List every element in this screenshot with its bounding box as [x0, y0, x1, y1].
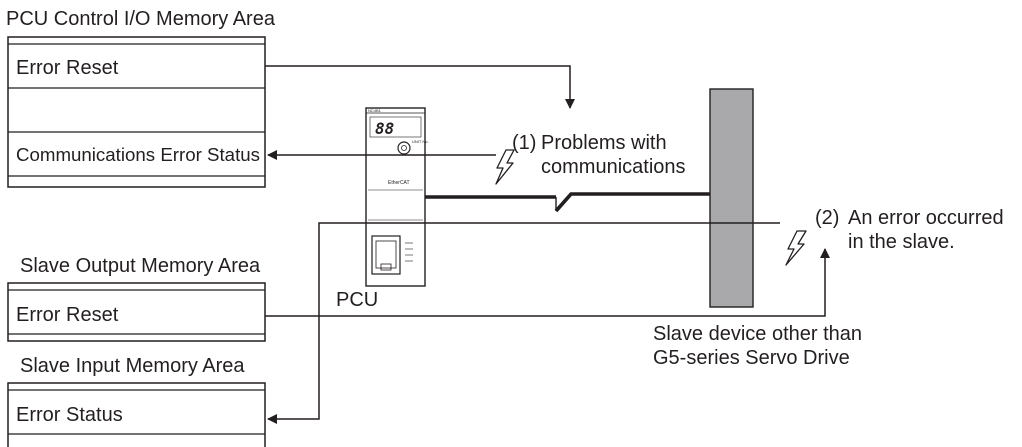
pcu-control-memory-table [7, 36, 266, 188]
slave-output-area-title: Slave Output Memory Area [20, 255, 261, 277]
unit-no-label: UNIT No. [412, 139, 429, 144]
communications-error-status-cell: Communications Error Status [16, 145, 260, 165]
lightning-icon [495, 149, 515, 185]
lightning-icon [785, 230, 807, 266]
slave-device-label-line1: Slave device other than [653, 323, 862, 345]
slave-device [709, 88, 754, 308]
unit-no-rotary-switch [397, 141, 411, 155]
ethercat-logo: EtherCAT [388, 180, 410, 186]
slave-error-status-signal-line [267, 222, 780, 424]
slave-error-reset-cell: Error Reset [16, 304, 119, 326]
pcu-seven-segment-display: 88 [375, 119, 394, 138]
slave-error-line1: An error occurred [848, 207, 1004, 229]
slave-device-label-line2: G5-series Servo Drive [653, 347, 850, 369]
comm-problem-number: (1) [512, 132, 536, 154]
pcu-error-reset-cell: Error Reset [16, 57, 119, 79]
pcu-label: PCU [336, 289, 378, 311]
ethercat-port [371, 235, 401, 275]
slave-error-status-cell: Error Status [16, 404, 123, 426]
slave-error-line2: in the slave. [848, 231, 955, 253]
pcu-model-label: NC4B1 [368, 108, 382, 113]
slave-error-number: (2) [815, 207, 839, 229]
slave-input-area-title: Slave Input Memory Area [20, 355, 245, 377]
ethercat-cable [425, 192, 710, 213]
slave-error-reset-signal-line [265, 248, 830, 317]
slave-input-memory-table [7, 382, 266, 447]
comm-problem-line2: communications [541, 156, 686, 178]
slave-output-memory-table [7, 282, 266, 342]
comm-problem-line1: Problems with [541, 132, 667, 154]
pcu-control-area-title: PCU Control I/O Memory Area [6, 8, 276, 30]
pcu-unit: 88 [365, 107, 426, 287]
error-reset-signal-line [265, 65, 575, 109]
